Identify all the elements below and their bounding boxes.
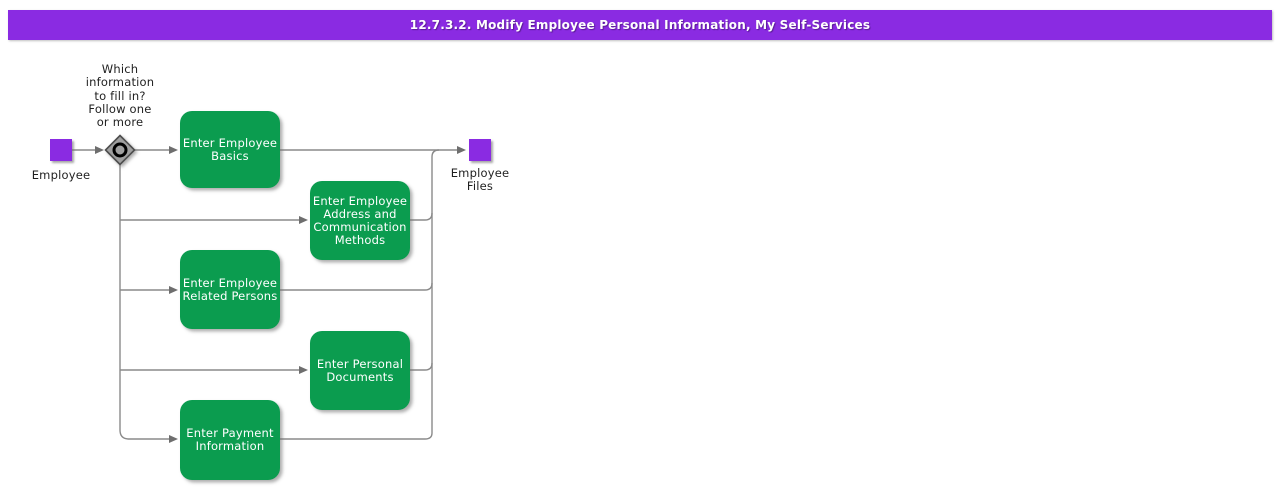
start-node-label: Employee xyxy=(31,168,91,182)
start-node-employee xyxy=(50,139,72,161)
end-node-label: Employee Files xyxy=(450,166,510,193)
edge-merge-spine xyxy=(431,149,440,433)
edge-branch-spine-to-payment xyxy=(119,165,178,443)
activity-enter-employee-address: Enter Employee Address and Communication… xyxy=(310,181,410,260)
diagram-title: 12.7.3.2. Modify Employee Personal Infor… xyxy=(409,18,871,32)
decision-ring-icon xyxy=(112,142,128,158)
edge-payment-to-merge xyxy=(280,432,433,440)
end-node-employee-files xyxy=(469,139,491,161)
activity-enter-employee-basics: Enter Employee Basics xyxy=(180,111,280,188)
activity-enter-related-persons: Enter Employee Related Persons xyxy=(180,250,280,329)
activity-enter-personal-documents: Enter Personal Documents xyxy=(310,331,410,410)
diagram-title-bar: 12.7.3.2. Modify Employee Personal Infor… xyxy=(8,10,1272,40)
activity-enter-payment-information: Enter Payment Information xyxy=(180,400,280,480)
decision-diamond xyxy=(104,134,136,166)
edge-related-persons-to-merge xyxy=(280,282,433,291)
decision-question-text: Which information to fill in? Follow one… xyxy=(85,62,155,130)
edge-address-to-merge xyxy=(409,212,433,221)
edge-documents-to-merge xyxy=(410,362,433,371)
